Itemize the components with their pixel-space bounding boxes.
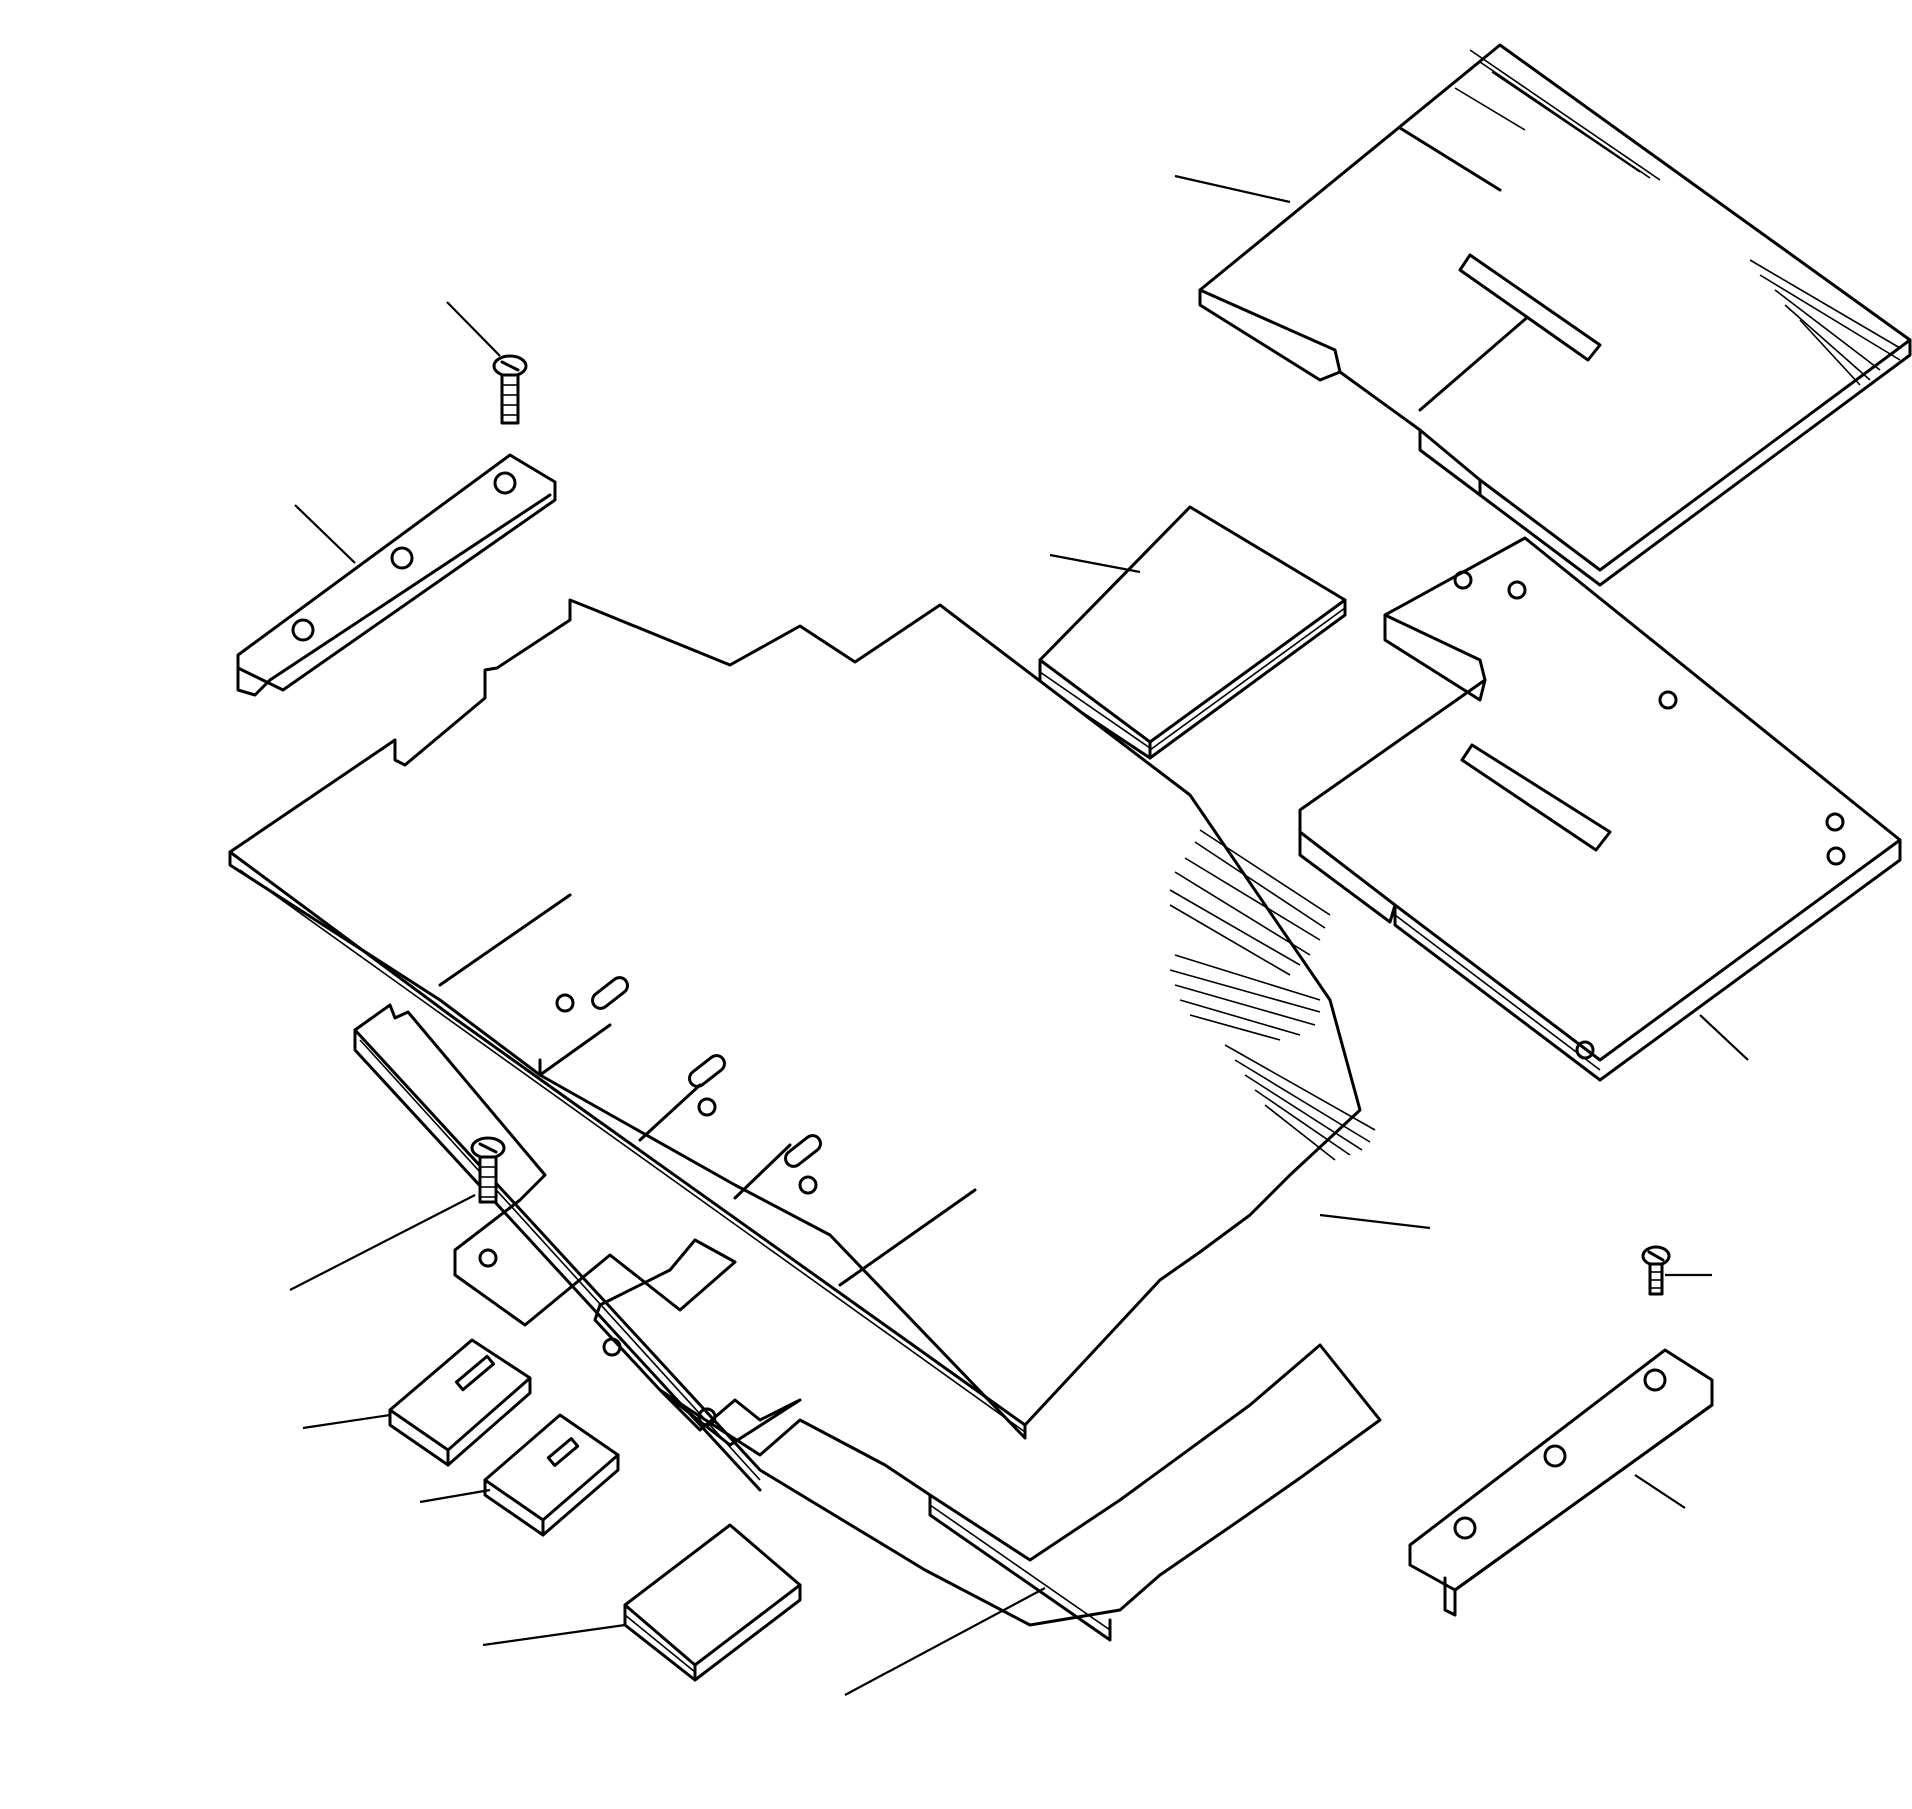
- leader-left-bracket: [294, 504, 356, 564]
- bolt-upper-left: [492, 354, 528, 425]
- leader-upper-shim-plate: [1174, 174, 1291, 204]
- small-shim-c: [623, 1523, 802, 1682]
- leader-main-shim-plate: [1319, 1213, 1431, 1230]
- leader-right-shim-plate: [1699, 1014, 1749, 1061]
- leader-small-shim-a: [302, 1413, 391, 1430]
- leader-bolt-upper-left: [446, 301, 501, 357]
- leader-small-shim-c: [482, 1623, 626, 1647]
- right-bracket: [1408, 1348, 1714, 1617]
- leader-bolt-middle-left: [289, 1194, 476, 1291]
- small-shim-b: [483, 1413, 620, 1537]
- main-plate-hatching: [1169, 829, 1376, 1161]
- leader-right-bracket: [1634, 1474, 1686, 1509]
- lower-shim-plate: [353, 1003, 1382, 1642]
- bolt-middle-left: [470, 1136, 506, 1204]
- leader-lower-shim-plate: [844, 1587, 1046, 1696]
- left-bracket: [236, 453, 557, 697]
- upper-shim-plate: [1198, 43, 1912, 587]
- small-shim-a: [388, 1338, 532, 1467]
- right-shim-plate: [1298, 536, 1902, 1082]
- leader-small-shim-b: [419, 1488, 491, 1504]
- main-shim-plate: [228, 598, 1376, 1440]
- upper-plate-hatching: [1454, 49, 1901, 386]
- bolt-right: [1641, 1245, 1671, 1296]
- leader-shim-block: [1049, 553, 1141, 574]
